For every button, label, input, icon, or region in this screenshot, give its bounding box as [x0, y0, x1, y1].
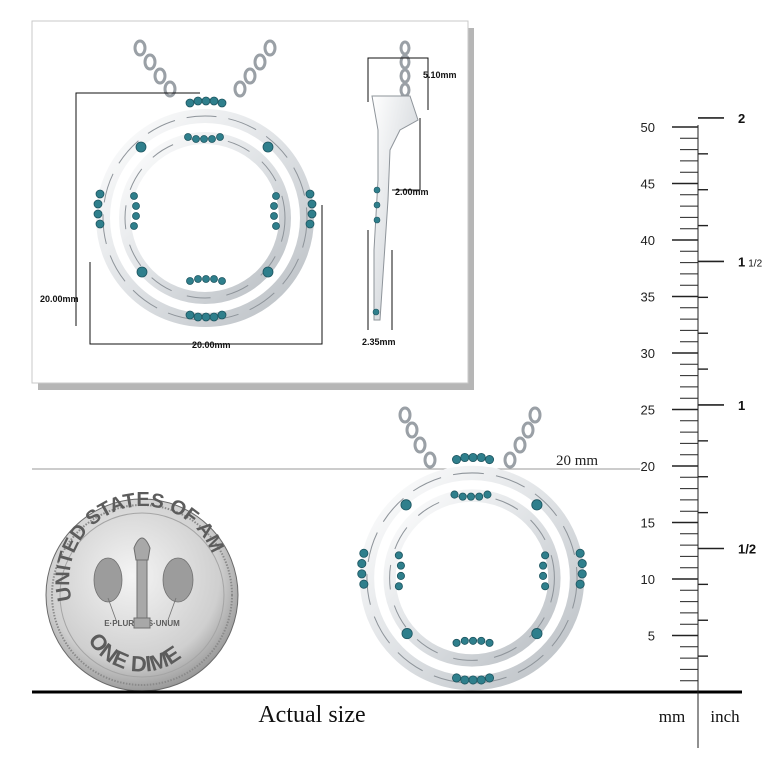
mm-tick-label: 35 — [641, 290, 655, 305]
torch-icon — [133, 537, 151, 629]
side-depth-label: 2.00mm — [395, 187, 429, 197]
mm-tick-label: 10 — [641, 572, 655, 587]
mm-tick-label: 45 — [641, 177, 655, 192]
mm-tick-label: 25 — [641, 403, 655, 418]
front-view-pendant — [93, 39, 317, 327]
actual-size-pendant — [357, 406, 587, 684]
side-view-pendant — [371, 40, 419, 321]
inch-tick-label: 2 — [738, 111, 745, 126]
front-gems — [93, 96, 317, 322]
mm-tick-label: 5 — [648, 629, 655, 644]
dimension-lines — [75, 57, 429, 345]
side-chain — [399, 40, 411, 98]
bail-width-label: 5.10mm — [423, 70, 457, 80]
thickness-label: 2.35mm — [362, 337, 396, 347]
mm-tick-label: 40 — [641, 233, 655, 248]
dimension-panel: 20.00mm 20.00mm 5.10mm 2.00mm 2.35mm — [31, 20, 474, 390]
mm-unit-label: mm — [659, 707, 685, 726]
twenty-mm-label: 20 mm — [556, 453, 598, 469]
mm-ticks — [672, 126, 698, 682]
inch-unit-label: inch — [710, 707, 740, 726]
olive-branch-icon — [93, 557, 123, 621]
mm-tick-label: 30 — [641, 346, 655, 361]
actual-chain — [398, 406, 542, 469]
inch-tick-label: 1/2 — [738, 541, 756, 556]
mm-tick-labels: 50 45 40 35 30 25 20 15 10 5 — [641, 120, 655, 644]
oak-branch-icon — [162, 557, 194, 621]
mm-tick-label: 15 — [641, 516, 655, 531]
height-dimension-label: 20.00mm — [40, 294, 79, 304]
mm-tick-label: 20 — [641, 459, 655, 474]
actual-size-label: Actual size — [258, 702, 365, 728]
inch-tick-label: 1 — [738, 398, 745, 413]
inch-ticks — [698, 117, 724, 657]
width-dimension-label: 20.00mm — [192, 340, 231, 350]
dimension-labels: 20.00mm 20.00mm 5.10mm 2.00mm 2.35mm — [40, 70, 457, 350]
front-chain — [133, 39, 277, 98]
mm-tick-label: 50 — [641, 120, 655, 135]
